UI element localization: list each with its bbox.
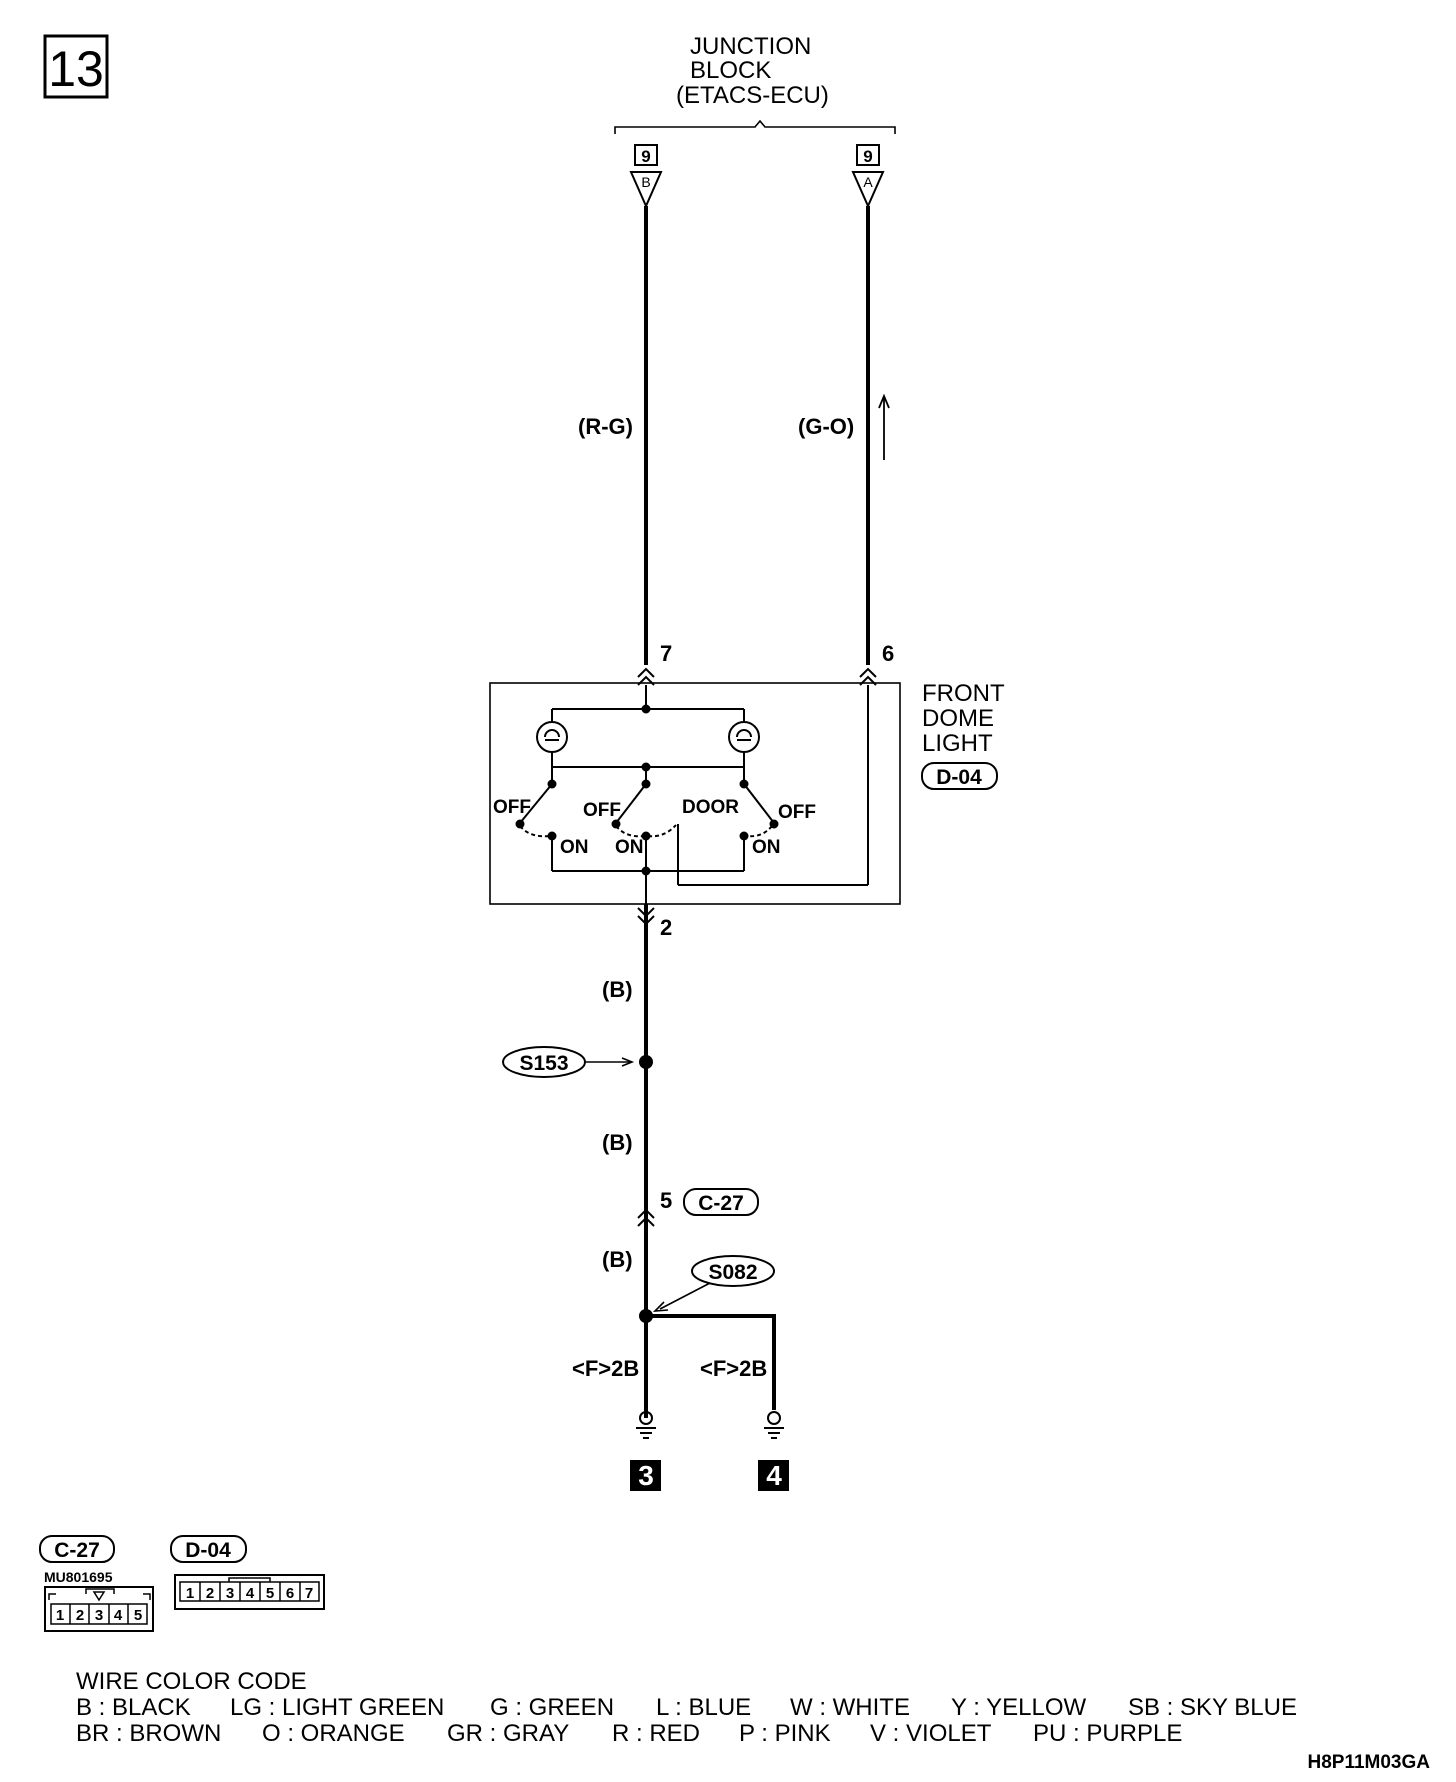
ground-symbol-left xyxy=(636,1411,656,1439)
color-code-item: V : VIOLET xyxy=(870,1720,992,1747)
junction-right-conn-pin: A xyxy=(863,174,873,190)
wire-label-b-3: (B) xyxy=(602,1247,633,1272)
junction-connector-right: 9 A xyxy=(851,144,885,209)
splice-s082-label: S082 xyxy=(708,1261,757,1284)
connector-c27-badge xyxy=(683,1188,759,1216)
switch-on-left: ON xyxy=(560,837,589,858)
splice-s153-dot xyxy=(639,1055,653,1069)
junction-left-conn-num: 9 xyxy=(641,147,650,166)
pin-5-label: 5 xyxy=(660,1188,672,1213)
connector-c27-label: C-27 xyxy=(698,1192,744,1215)
junction-right-conn-num: 9 xyxy=(863,147,872,166)
ground-left-num-box xyxy=(630,1460,661,1491)
splice-s153-label: S153 xyxy=(519,1052,568,1075)
c27-pin: 2 xyxy=(76,1607,84,1624)
ground-right-label: <F>2B xyxy=(700,1356,767,1381)
current-flow-arrow xyxy=(878,393,890,460)
junction-block-line3: (ETACS-ECU) xyxy=(676,82,829,109)
switch-on-mid: ON xyxy=(615,837,644,858)
d04-pin: 4 xyxy=(246,1585,255,1602)
junction-block-title: JUNCTION BLOCK (ETACS-ECU) xyxy=(614,33,896,134)
page-number: 13 xyxy=(48,41,104,97)
wire-color-code-legend: WIRE COLOR CODE B : BLACK LG : LIGHT GRE… xyxy=(76,1668,1297,1747)
pin-6-label: 6 xyxy=(882,641,894,666)
dome-switch-labels: OFF OFF DOOR OFF ON ON ON xyxy=(493,797,816,858)
splice-s153-badge xyxy=(502,1046,586,1078)
switch-door: DOOR xyxy=(682,797,739,818)
junction-block-bracket xyxy=(614,119,896,134)
wire-label-g-o: (G-O) xyxy=(798,414,854,439)
junction-block-line1: JUNCTION xyxy=(690,33,811,60)
dome-light-connector-badge xyxy=(921,762,998,790)
dome-light-line3: LIGHT xyxy=(922,730,993,757)
switch-off-mid: OFF xyxy=(583,800,621,821)
wire-label-r-g: (R-G) xyxy=(578,414,633,439)
d04-pin: 7 xyxy=(305,1585,313,1602)
wire-label-b-2: (B) xyxy=(602,1130,633,1155)
color-code-item: R : RED xyxy=(612,1720,700,1747)
color-code-item: BR : BROWN xyxy=(76,1720,221,1747)
dome-light-line2: DOME xyxy=(922,705,994,732)
front-dome-light-box xyxy=(489,682,901,905)
connector-view-d04: D-04 1 2 3 4 5 6 7 xyxy=(170,1535,325,1610)
wire-label-b-1: (B) xyxy=(602,977,633,1002)
color-code-item: Y : YELLOW xyxy=(951,1694,1087,1721)
ground-left-label: <F>2B xyxy=(572,1356,639,1381)
ground-symbol-right xyxy=(764,1411,784,1439)
connector-view-c27: C-27 MU801695 1 2 3 4 5 xyxy=(39,1535,154,1632)
color-code-item: B : BLACK xyxy=(76,1694,191,1721)
d04-pin: 1 xyxy=(186,1585,194,1602)
connector-view-c27-name: C-27 xyxy=(54,1539,100,1562)
dome-light-line1: FRONT xyxy=(922,680,1005,707)
d04-pin: 3 xyxy=(226,1585,234,1602)
c27-pin: 1 xyxy=(56,1607,64,1624)
junction-connector-left: 9 B xyxy=(629,144,663,209)
color-code-item: GR : GRAY xyxy=(447,1720,569,1747)
switch-on-right: ON xyxy=(752,837,781,858)
switch-off-left: OFF xyxy=(493,797,531,818)
d04-pin: 5 xyxy=(266,1585,274,1602)
wire-ground-branch xyxy=(646,1314,776,1410)
pin-2-label: 2 xyxy=(660,915,672,940)
splice-s082-arrow xyxy=(652,1282,711,1312)
color-code-item: PU : PURPLE xyxy=(1033,1720,1182,1747)
dome-light-connector-label: D-04 xyxy=(936,766,982,789)
c27-pin: 5 xyxy=(134,1607,142,1624)
junction-block-line2: BLOCK xyxy=(690,57,771,84)
splice-s082-badge xyxy=(691,1255,775,1287)
wire-color-code-title: WIRE COLOR CODE xyxy=(76,1668,307,1695)
color-code-item: LG : LIGHT GREEN xyxy=(230,1694,444,1721)
color-code-item: P : PINK xyxy=(739,1720,831,1747)
dome-light-circuit xyxy=(515,685,869,904)
color-code-item: G : GREEN xyxy=(490,1694,614,1721)
figure-code: H8P11M03GA xyxy=(1307,1752,1430,1773)
c27-pin: 4 xyxy=(114,1607,123,1624)
splice-s153-arrow xyxy=(586,1057,635,1067)
ground-left-num: 3 xyxy=(638,1460,654,1491)
connector-view-c27-part: MU801695 xyxy=(44,1569,113,1585)
switch-off-right: OFF xyxy=(778,802,816,823)
junction-left-conn-pin: B xyxy=(641,174,650,190)
pin-7-label: 7 xyxy=(660,641,672,666)
connector-view-d04-name: D-04 xyxy=(185,1539,231,1562)
d04-pin: 2 xyxy=(206,1585,214,1602)
ground-right-num: 4 xyxy=(766,1460,782,1491)
ground-right-num-box xyxy=(758,1460,789,1491)
d04-pin: 6 xyxy=(286,1585,294,1602)
color-code-item: L : BLUE xyxy=(656,1694,751,1721)
color-code-item: O : ORANGE xyxy=(262,1720,405,1747)
color-code-item: SB : SKY BLUE xyxy=(1128,1694,1297,1721)
connector-mark-pin5 xyxy=(637,1208,655,1227)
page-number-box: 13 xyxy=(43,34,109,99)
c27-pin: 3 xyxy=(95,1607,103,1624)
color-code-item: W : WHITE xyxy=(790,1694,910,1721)
